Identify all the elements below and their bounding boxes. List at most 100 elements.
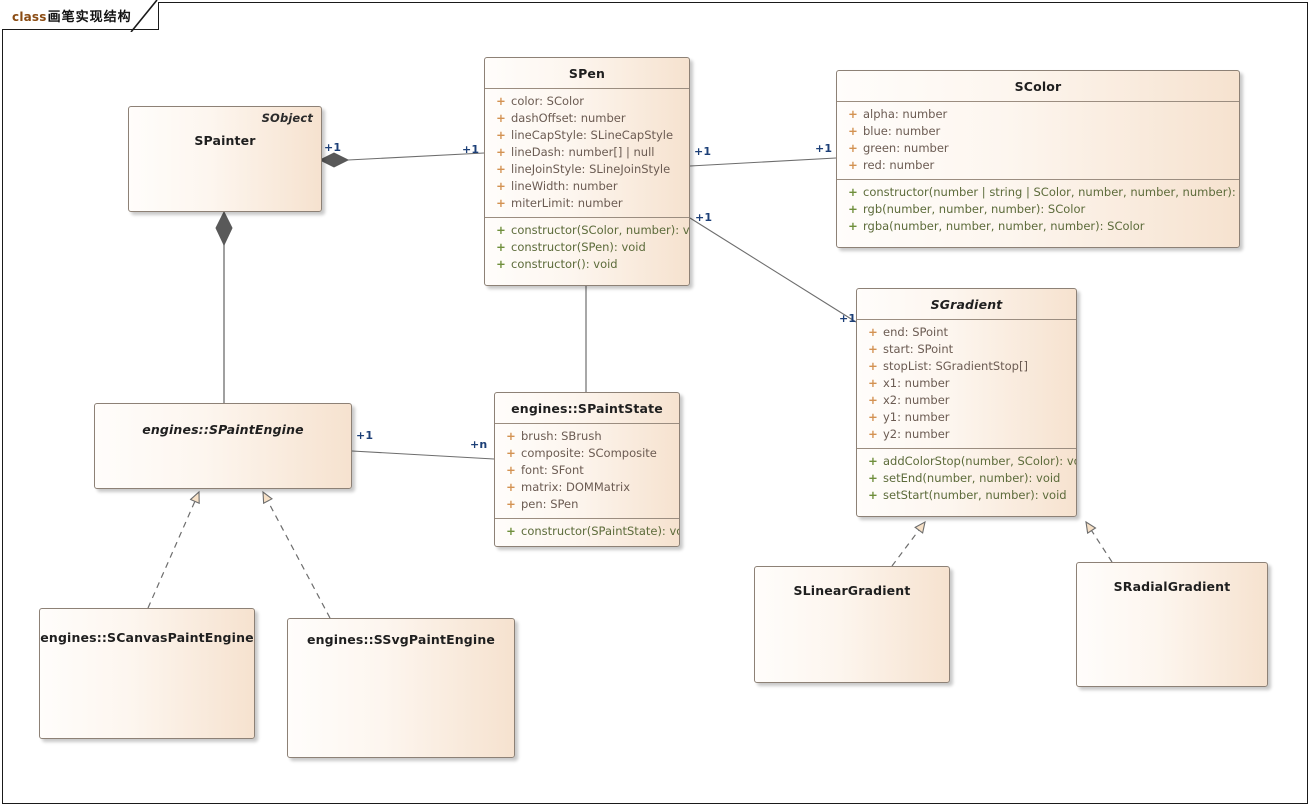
multiplicity-pen-color-target: +1 [815,142,833,155]
attribute-text: lineDash: number[] | null [511,145,655,159]
class-node-sgradient-attributes: +end: SPoint +start: SPoint +stopList: S… [857,320,1076,449]
class-node-scolor-name: SColor [1014,78,1062,94]
method-row: + setStart(number, number): void [857,487,1076,504]
visibility-marker: + [506,480,516,494]
method-row: +constructor(): void [485,256,689,273]
class-node-spen-methods: +constructor(SColor, number): void +cons… [485,218,689,278]
class-node-spaintstate-name: engines::SPaintState [511,400,663,416]
visibility-marker: + [868,410,878,424]
class-node-scolor-header: SColor [837,71,1239,102]
attribute-row: +dashOffset: number [485,110,689,127]
attribute-text: pen: SPen [521,497,579,511]
method-row: + addColorStop(number, SColor): void [857,453,1076,470]
class-node-spaintstate[interactable]: engines::SPaintState +brush: SBrush +com… [494,392,680,547]
method-row: +constructor(number | string | SColor, n… [837,184,1239,201]
visibility-marker: + [496,128,506,142]
visibility-marker: + [506,463,516,477]
class-node-ssvgpaintengine[interactable]: engines::SSvgPaintEngine [287,618,515,758]
multiplicity-engine-state-source: +1 [356,429,374,442]
class-node-sgradient-header: SGradient [857,289,1076,320]
visibility-marker: + [496,94,506,108]
class-node-spainter-name: SPainter [194,133,256,148]
class-node-sradialgradient[interactable]: SRadialGradient [1076,562,1268,687]
method-row: +rgb(number, number, number): SColor [837,201,1239,218]
attribute-row: +blue: number [837,123,1239,140]
attribute-row: +lineDash: number[] | null [485,144,689,161]
attribute-text: lineWidth: number [511,179,618,193]
attribute-row: +brush: SBrush [495,428,679,445]
class-node-spaintstate-header: engines::SPaintState [495,393,679,424]
diagram-kind-keyword: class [12,10,47,24]
attribute-row: +lineJoinStyle: SLineJoinStyle [485,161,689,178]
visibility-marker: + [506,446,516,460]
visibility-marker: + [496,179,506,193]
visibility-marker: + [848,107,858,121]
class-node-scanvaspaintengine[interactable]: engines::SCanvasPaintEngine [39,608,255,739]
method-text: constructor(SColor, number): void [511,223,690,237]
multiplicity-painter-pen-target: +1 [462,143,480,156]
attribute-text: x2: number [883,393,950,407]
method-text: constructor(SPaintState): void [521,524,680,538]
visibility-marker: + [868,454,878,468]
class-node-scolor-attributes: +alpha: number +blue: number + green: num… [837,102,1239,180]
class-node-spainter[interactable]: SObject SPainter [128,106,322,212]
attribute-row: +red: number [837,157,1239,174]
class-node-spen[interactable]: SPen +color: SColor +dashOffset: number … [484,57,690,286]
attribute-text: start: SPoint [883,342,954,356]
visibility-marker: + [848,141,858,155]
attribute-row: +end: SPoint [857,324,1076,341]
method-text: setEnd(number, number): void [883,471,1061,485]
class-node-spaintengine[interactable]: engines::SPaintEngine [94,403,352,489]
multiplicity-pen-gradient-source: +1 [695,211,713,224]
visibility-marker: + [506,524,516,538]
multiplicity-engine-state-target: +n [470,438,488,451]
attribute-text: lineCapStyle: SLineCapStyle [511,128,674,142]
method-row: + constructor(SPaintState): void [495,523,679,540]
visibility-marker: + [496,196,506,210]
visibility-marker: + [868,376,878,390]
attribute-row: + matrix: DOMMatrix [495,479,679,496]
attribute-text: green: number [863,141,949,155]
visibility-marker: + [848,158,858,172]
attribute-row: +alpha: number [837,106,1239,123]
attribute-row: + x2: number [857,392,1076,409]
visibility-marker: + [868,393,878,407]
attribute-row: +stopList: SGradientStop[] [857,358,1076,375]
class-node-spaintstate-attributes: +brush: SBrush +composite: SComposite +f… [495,424,679,519]
class-node-spainter-stereotype: SObject [261,111,313,125]
attribute-row: + lineWidth: number [485,178,689,195]
attribute-text: x1: number [883,376,950,390]
class-node-scanvaspaintengine-name: engines::SCanvasPaintEngine [40,630,254,645]
multiplicity-pen-gradient-target: +1 [839,312,857,325]
visibility-marker: + [868,359,878,373]
visibility-marker: + [868,342,878,356]
diagram-title-tab: class 画笔实现结构 [2,0,159,32]
method-text: addColorStop(number, SColor): void [883,454,1077,468]
class-node-sgradient-methods: + addColorStop(number, SColor): void + set… [857,449,1076,509]
method-text: setStart(number, number): void [883,488,1067,502]
attribute-row: + start: SPoint [857,341,1076,358]
visibility-marker: + [848,219,858,233]
attribute-row: +y2: number [857,426,1076,443]
visibility-marker: + [506,497,516,511]
class-node-scolor[interactable]: SColor +alpha: number +blue: number + gre… [836,70,1240,248]
attribute-text: matrix: DOMMatrix [521,480,631,494]
class-node-spaintstate-methods: + constructor(SPaintState): void [495,519,679,545]
class-node-spen-attributes: +color: SColor +dashOffset: number +line… [485,89,689,218]
class-node-spaintengine-name: engines::SPaintEngine [142,422,304,437]
attribute-text: font: SFont [521,463,584,477]
attribute-text: miterLimit: number [511,196,623,210]
visibility-marker: + [868,471,878,485]
method-row: +rgba(number, number, number, number): S… [837,218,1239,235]
class-node-spen-name: SPen [568,65,606,81]
attribute-row: + x1: number [857,375,1076,392]
class-node-slineargradient[interactable]: SLinearGradient [754,566,950,683]
attribute-text: end: SPoint [883,325,949,339]
class-node-sradialgradient-header: SRadialGradient [1077,563,1267,594]
class-node-sgradient[interactable]: SGradient +end: SPoint +start: SPoint +s… [856,288,1077,517]
class-node-scanvaspaintengine-header: engines::SCanvasPaintEngine [40,609,254,645]
attribute-text: brush: SBrush [521,429,602,443]
diagram-title: 画笔实现结构 [47,10,132,25]
visibility-marker: + [868,488,878,502]
